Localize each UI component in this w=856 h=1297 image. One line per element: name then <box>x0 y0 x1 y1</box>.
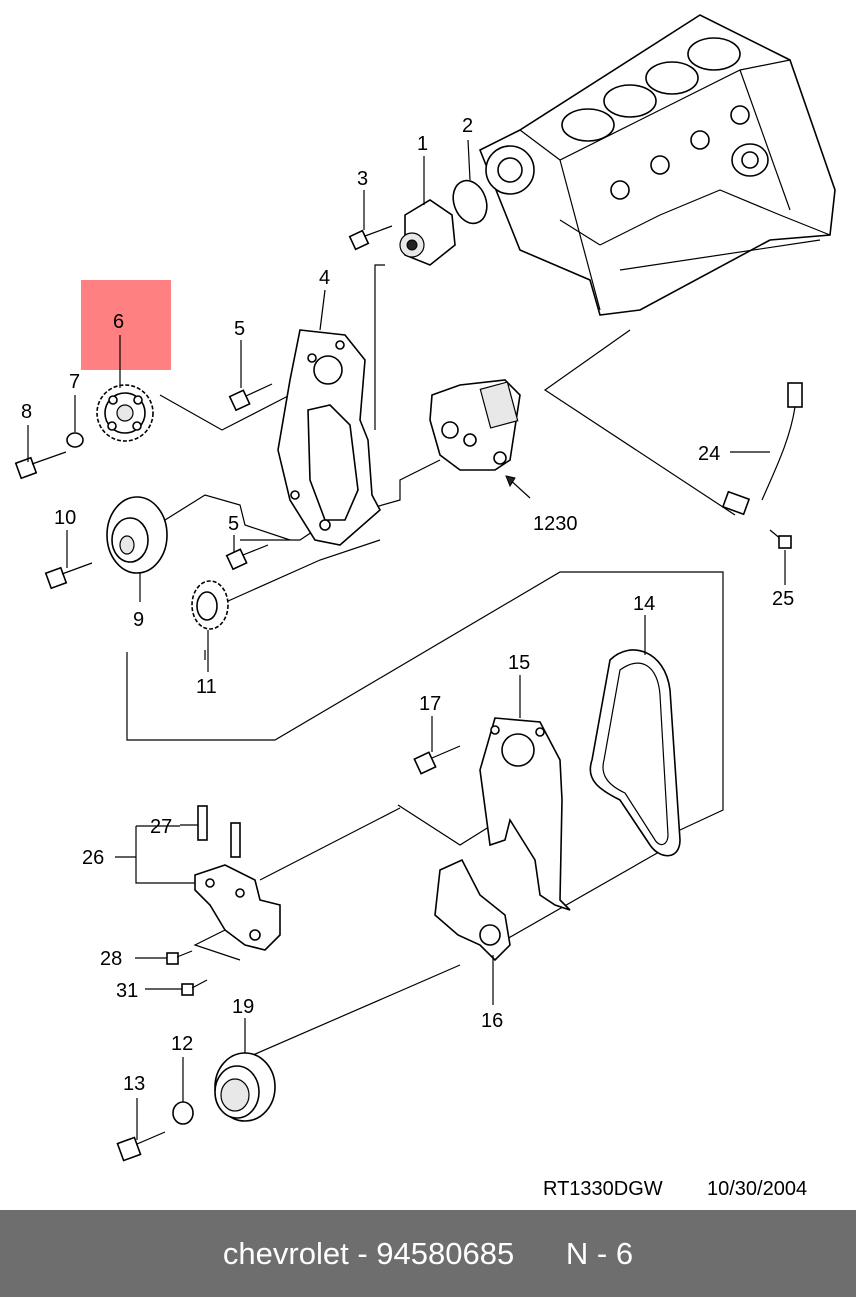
bolt-5-lower <box>225 544 269 571</box>
part-labels: 1 2 3 4 5 6 7 8 10 5 1230 24 25 9 14 15 … <box>21 115 794 1095</box>
front-timing-cover-lower <box>434 858 511 962</box>
label-part-1: 1 <box>417 133 428 155</box>
water-pump <box>399 199 456 266</box>
label-part-6: 6 <box>113 311 124 333</box>
crankshaft-sprocket <box>191 580 229 630</box>
bolt-5-upper <box>228 383 273 412</box>
label-part-17: 17 <box>419 693 441 715</box>
footer-separator: - <box>348 1235 377 1271</box>
label-part-5-lower: 5 <box>228 513 239 535</box>
drawing-date: 10/30/2004 <box>707 1178 807 1200</box>
camshaft-sprocket <box>96 384 154 442</box>
label-part-4: 4 <box>319 267 330 289</box>
bolt-10 <box>44 562 93 590</box>
label-part-24: 24 <box>698 443 720 465</box>
label-part-8: 8 <box>21 401 32 423</box>
label-part-14: 14 <box>633 593 655 615</box>
drawing-code: RT1330DGW <box>543 1178 663 1200</box>
bolt-17 <box>413 745 461 775</box>
oil-pump <box>429 379 531 499</box>
bolt-3 <box>348 225 393 251</box>
callout-lines <box>27 139 786 1140</box>
label-part-7: 7 <box>69 371 80 393</box>
label-part-31: 31 <box>116 980 138 1002</box>
exploded-parts-diagram: 1 2 3 4 5 6 7 8 10 5 1230 24 25 9 14 15 … <box>14 14 836 1200</box>
crankshaft-sensor <box>721 382 803 516</box>
engine-block <box>478 14 836 316</box>
bolt-8 <box>14 451 67 480</box>
label-part-1230: 1230 <box>533 513 578 535</box>
tensioner-pulley <box>106 496 168 574</box>
label-part-12: 12 <box>171 1033 193 1055</box>
label-part-5-upper: 5 <box>234 318 245 340</box>
bolt-13 <box>116 1131 166 1162</box>
label-part-9: 9 <box>133 609 144 631</box>
label-part-25: 25 <box>772 588 794 610</box>
front-timing-cover-upper <box>479 717 571 911</box>
label-part-26: 26 <box>82 847 104 869</box>
footer-part-number: 94580685 <box>376 1235 515 1271</box>
label-part-10: 10 <box>54 507 76 529</box>
bolt-28 <box>166 950 193 965</box>
label-part-19: 19 <box>232 996 254 1018</box>
bolt-25 <box>769 529 792 549</box>
label-part-2: 2 <box>462 115 473 137</box>
o-ring <box>452 179 488 225</box>
bolt-31 <box>181 979 208 996</box>
label-part-11: 11 <box>196 676 217 698</box>
label-part-13: 13 <box>123 1073 145 1095</box>
crankshaft-pulley <box>214 1052 276 1122</box>
label-part-3: 3 <box>357 168 368 190</box>
washer-7 <box>66 432 84 448</box>
timing-belt <box>589 649 681 857</box>
footer-bar: chevrolet - 94580685 N - 6 <box>0 1210 856 1297</box>
label-part-16: 16 <box>481 1010 503 1032</box>
rear-timing-cover <box>277 329 382 546</box>
label-part-28: 28 <box>100 948 122 970</box>
footer-gap <box>514 1236 566 1272</box>
engine-mount-bracket <box>194 805 281 951</box>
washer-12 <box>172 1101 194 1125</box>
footer-brand: chevrolet <box>222 1235 349 1271</box>
highlight-box <box>81 280 171 370</box>
label-part-27: 27 <box>150 816 172 838</box>
label-part-15: 15 <box>508 652 530 674</box>
footer-position-label: N - 6 <box>565 1235 634 1271</box>
